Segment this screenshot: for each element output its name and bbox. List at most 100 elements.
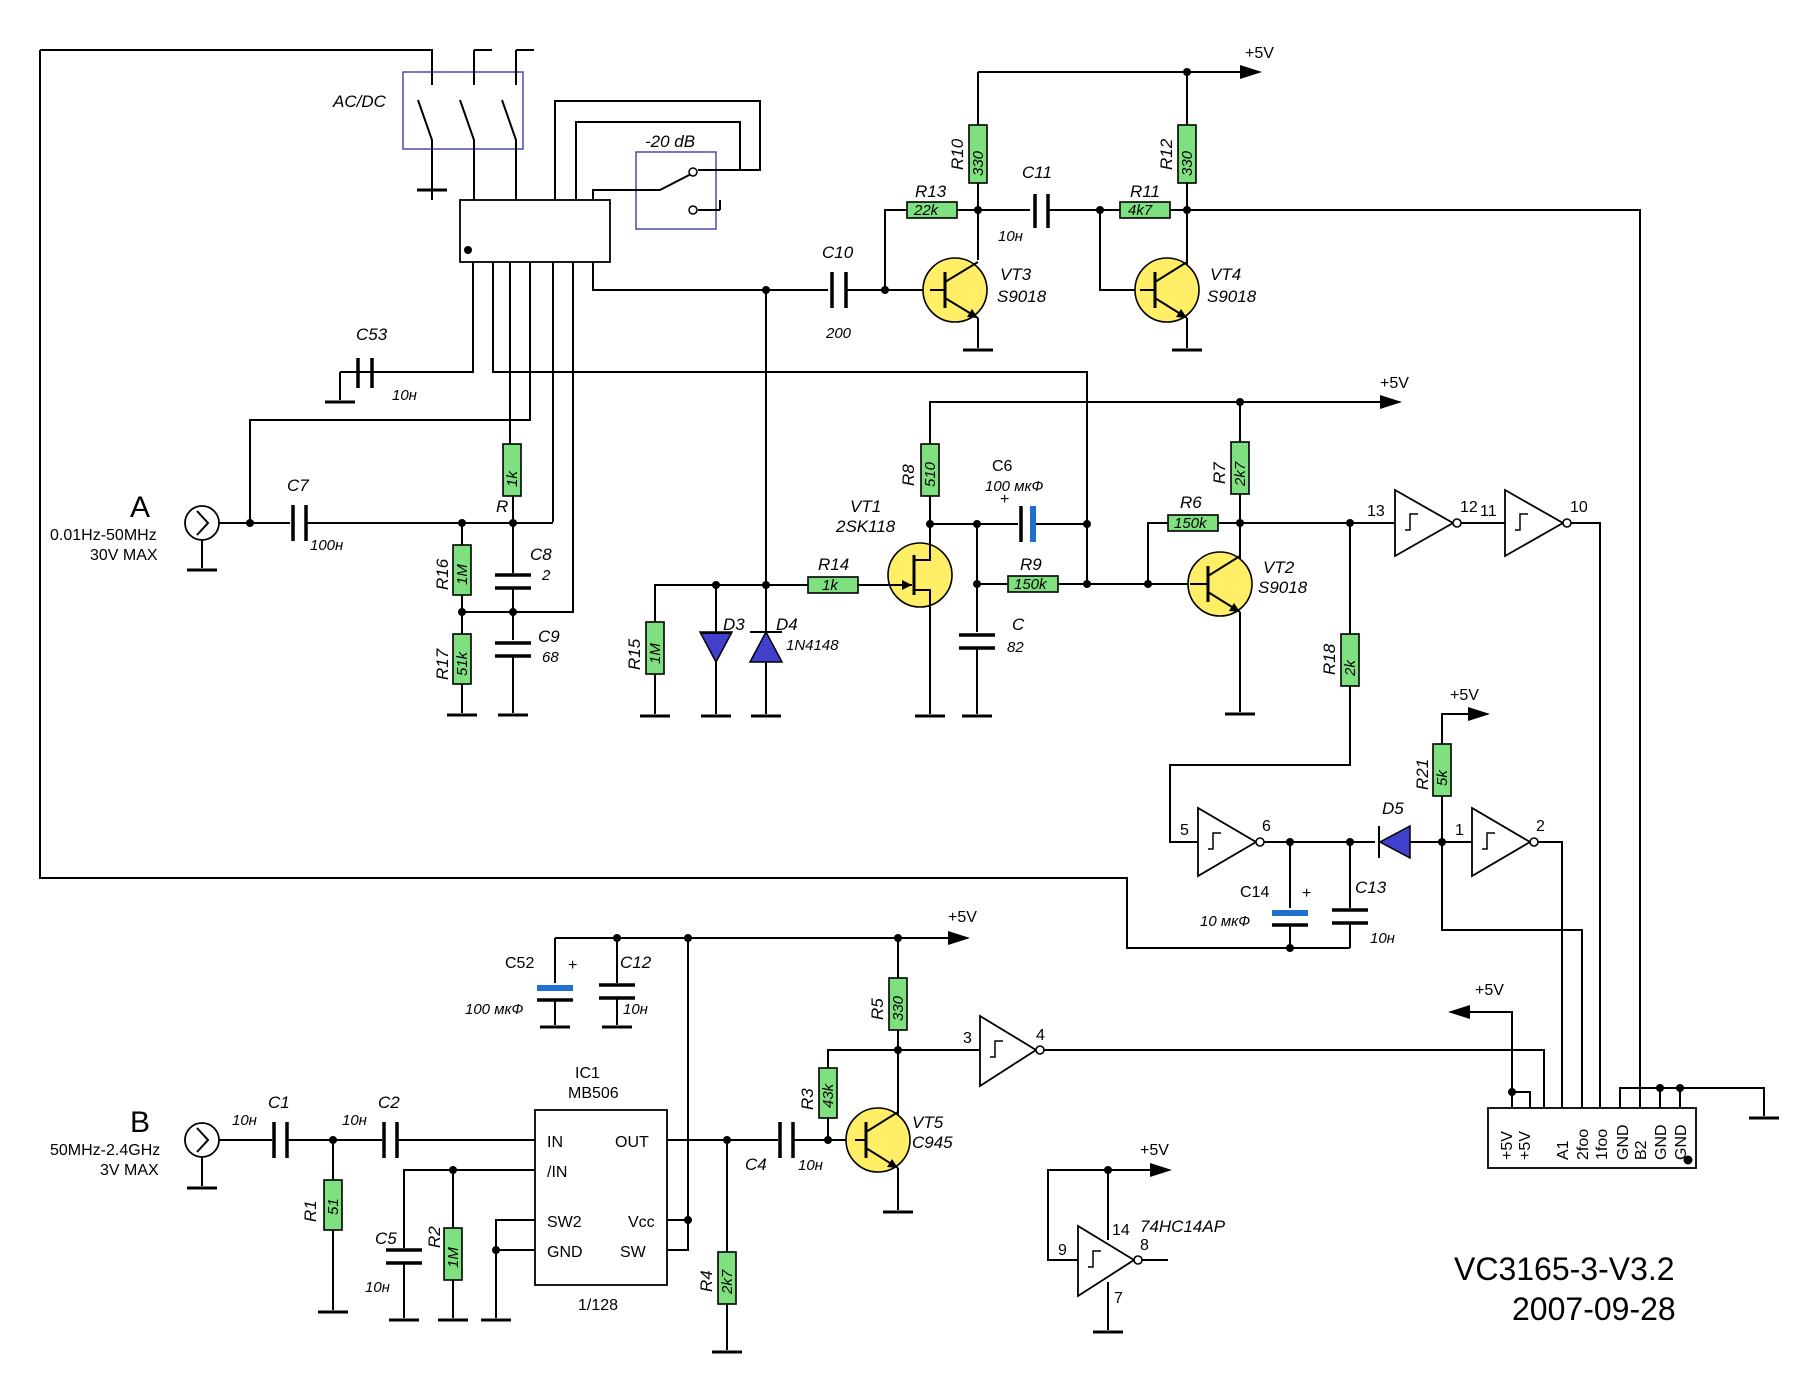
vcc-label-top: +5V	[1245, 45, 1274, 62]
c52-plus: +	[568, 957, 577, 974]
svg-text:1M: 1M	[454, 564, 471, 585]
resistor-r13: 22k	[906, 201, 958, 219]
diode-d5	[1378, 824, 1411, 860]
svg-text:43k: 43k	[820, 1082, 837, 1108]
ic1-chip	[534, 1109, 668, 1286]
resistor-r15: 1M	[645, 621, 665, 675]
capacitor-c5	[386, 1248, 422, 1265]
c-label: C	[1012, 615, 1025, 634]
capacitor-c9	[495, 641, 531, 658]
capacitor-c10	[830, 272, 848, 308]
resistor-r8: 510	[920, 443, 940, 497]
ic1-part: MB506	[568, 1085, 619, 1102]
input-b-max: 3V MAX	[100, 1162, 159, 1179]
svg-text:1k: 1k	[822, 577, 839, 594]
r14-label: R14	[818, 555, 849, 574]
hc14-label: 74HC14AP	[1140, 1217, 1226, 1236]
input-b-freq: 50MHz-2.4GHz	[50, 1142, 160, 1159]
input-b-letter: B	[130, 1106, 150, 1139]
r18-label: R18	[1320, 643, 1339, 675]
capacitor-c1	[272, 1122, 289, 1158]
r2-label: R2	[425, 1226, 444, 1248]
r13-label: R13	[915, 182, 947, 201]
capacitor-c4	[778, 1122, 795, 1158]
resistor-r12: 330	[1177, 124, 1197, 184]
resistor-r17: 51k	[452, 633, 472, 685]
resistor-r14: 1k	[807, 576, 859, 594]
pin-6: 6	[1262, 818, 1271, 835]
c7-value: 100н	[310, 537, 343, 554]
doc-date: 2007-09-28	[1512, 1291, 1676, 1327]
resistor-r1: 51	[323, 1179, 343, 1231]
schmitt-gate-9-8	[1077, 1224, 1143, 1298]
svg-text:GND: GND	[1615, 1124, 1632, 1160]
r5-label: R5	[868, 998, 887, 1020]
capacitor-c6	[1019, 506, 1036, 542]
svg-text:2k7: 2k7	[1232, 461, 1249, 487]
pin-7: 7	[1114, 1290, 1123, 1307]
vt3-label: VT3	[1000, 265, 1032, 284]
svg-text:1k: 1k	[504, 470, 521, 487]
pin-12: 12	[1460, 499, 1478, 516]
ic1-pin-nin: /IN	[547, 1164, 567, 1181]
capacitor-c7	[291, 505, 308, 541]
svg-text:330: 330	[890, 995, 907, 1021]
vt1-label: VT1	[850, 497, 881, 516]
c14-label: C14	[1240, 884, 1269, 901]
c14-plus: +	[1302, 885, 1311, 902]
c11-label: C11	[1022, 163, 1052, 182]
pin-2: 2	[1536, 818, 1545, 835]
schmitt-gate-11-10	[1504, 488, 1572, 558]
d4-label: D4	[776, 615, 798, 634]
c11-value: 10н	[998, 228, 1023, 245]
input-a-letter: A	[130, 491, 150, 524]
d5-label: D5	[1382, 799, 1404, 818]
c14-value: 10 мкФ	[1200, 913, 1250, 930]
capacitor-c	[959, 633, 995, 650]
svg-text:2k7: 2k7	[719, 1269, 736, 1295]
ic1-divider: 1/128	[578, 1297, 618, 1314]
resistor-r5: 330	[888, 977, 908, 1031]
pin-11: 11	[1480, 503, 1497, 520]
svg-text:1M: 1M	[647, 643, 664, 664]
vt2-label: VT2	[1263, 558, 1295, 577]
ic1-pin-in: IN	[547, 1134, 563, 1151]
vcc-label-spare: +5V	[1140, 1142, 1169, 1159]
vt4-label: VT4	[1210, 265, 1241, 284]
schmitt-gate-5-6	[1197, 806, 1265, 878]
c4-value: 10н	[798, 1157, 823, 1174]
svg-text:1foo: 1foo	[1594, 1129, 1611, 1160]
r3-label: R3	[798, 1088, 817, 1110]
c53-value: 10н	[392, 387, 417, 404]
c10-value: 200	[825, 325, 852, 342]
vcc-label-r21: +5V	[1450, 687, 1479, 704]
resistor-r: 1k	[502, 443, 522, 497]
pin-13: 13	[1367, 503, 1385, 520]
pin-10: 10	[1570, 499, 1588, 516]
c6-plus: +	[1000, 491, 1009, 508]
vcc-label-mid: +5V	[1380, 375, 1409, 392]
resistor-r9: 150k	[1007, 575, 1059, 593]
c2-value: 10н	[342, 1112, 367, 1129]
r17-label: R17	[433, 648, 452, 680]
input-a-connector	[184, 505, 220, 572]
r-label: R	[496, 497, 508, 516]
resistor-r6: 150k	[1167, 514, 1219, 532]
r6-label: R6	[1180, 493, 1202, 512]
connector-pins: +5V +5V A1 2foo 1foo GND B2 GND GND	[1499, 1124, 1690, 1160]
transistor-vt3	[922, 257, 995, 352]
r15-label: R15	[625, 638, 644, 670]
attenuator-label: -20 dB	[645, 132, 695, 151]
resistor-r2: 1M	[443, 1227, 463, 1281]
svg-text:330: 330	[970, 150, 987, 176]
r12-label: R12	[1157, 138, 1176, 170]
ic1-label: IC1	[575, 1065, 600, 1082]
vcc-label-bottom: +5V	[948, 909, 977, 926]
capacitor-c13	[1332, 908, 1368, 925]
ic1-pin-out: OUT	[615, 1134, 649, 1151]
c13-label: C13	[1355, 878, 1387, 897]
c10-label: C10	[822, 243, 854, 262]
r16-label: R16	[433, 558, 452, 590]
c12-value: 10н	[623, 1001, 648, 1018]
c1-value: 10н	[232, 1112, 257, 1129]
